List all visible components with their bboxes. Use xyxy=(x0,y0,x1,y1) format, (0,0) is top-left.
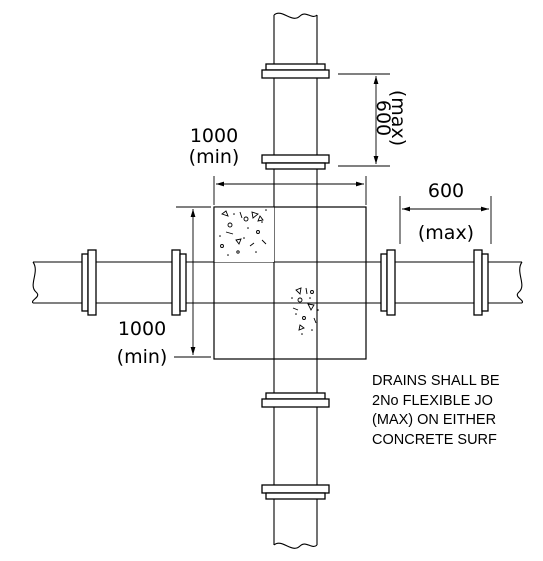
slab-width-value: 1000 xyxy=(190,125,238,147)
dimension-slab-height: 1000 (min) xyxy=(117,206,211,368)
horizontal-spacing-qualifier: (max) xyxy=(418,222,474,244)
note-line: DRAINS SHALL BE xyxy=(372,373,500,389)
slab-height-qualifier: (min) xyxy=(117,346,168,368)
note-line: (MAX) ON EITHER xyxy=(372,412,497,428)
note-line: CONCRETE SURF xyxy=(372,431,497,448)
concrete-hatch-corner xyxy=(213,206,274,262)
concrete-hatch-centre xyxy=(291,287,319,335)
slab-height-value: 1000 xyxy=(118,318,166,340)
dimension-vertical-spacing: 600 (max) xyxy=(338,73,409,167)
horizontal-spacing-value: 600 xyxy=(428,180,464,202)
horizontal-pipe xyxy=(31,249,524,316)
installation-note: DRAINS SHALL BE 2No FLEXIBLE JO (MAX) ON… xyxy=(372,372,543,450)
dimension-slab-width: 1000 (min) xyxy=(189,125,367,205)
vertical-spacing-value: 600 xyxy=(372,100,394,136)
vertical-spacing-qualifier: (max) xyxy=(387,90,409,146)
note-line: 2No FLEXIBLE JO xyxy=(372,392,493,409)
slab-width-qualifier: (min) xyxy=(189,146,240,168)
dimension-horizontal-spacing: 600 (max) xyxy=(399,180,492,244)
vertical-pipe xyxy=(261,12,330,549)
